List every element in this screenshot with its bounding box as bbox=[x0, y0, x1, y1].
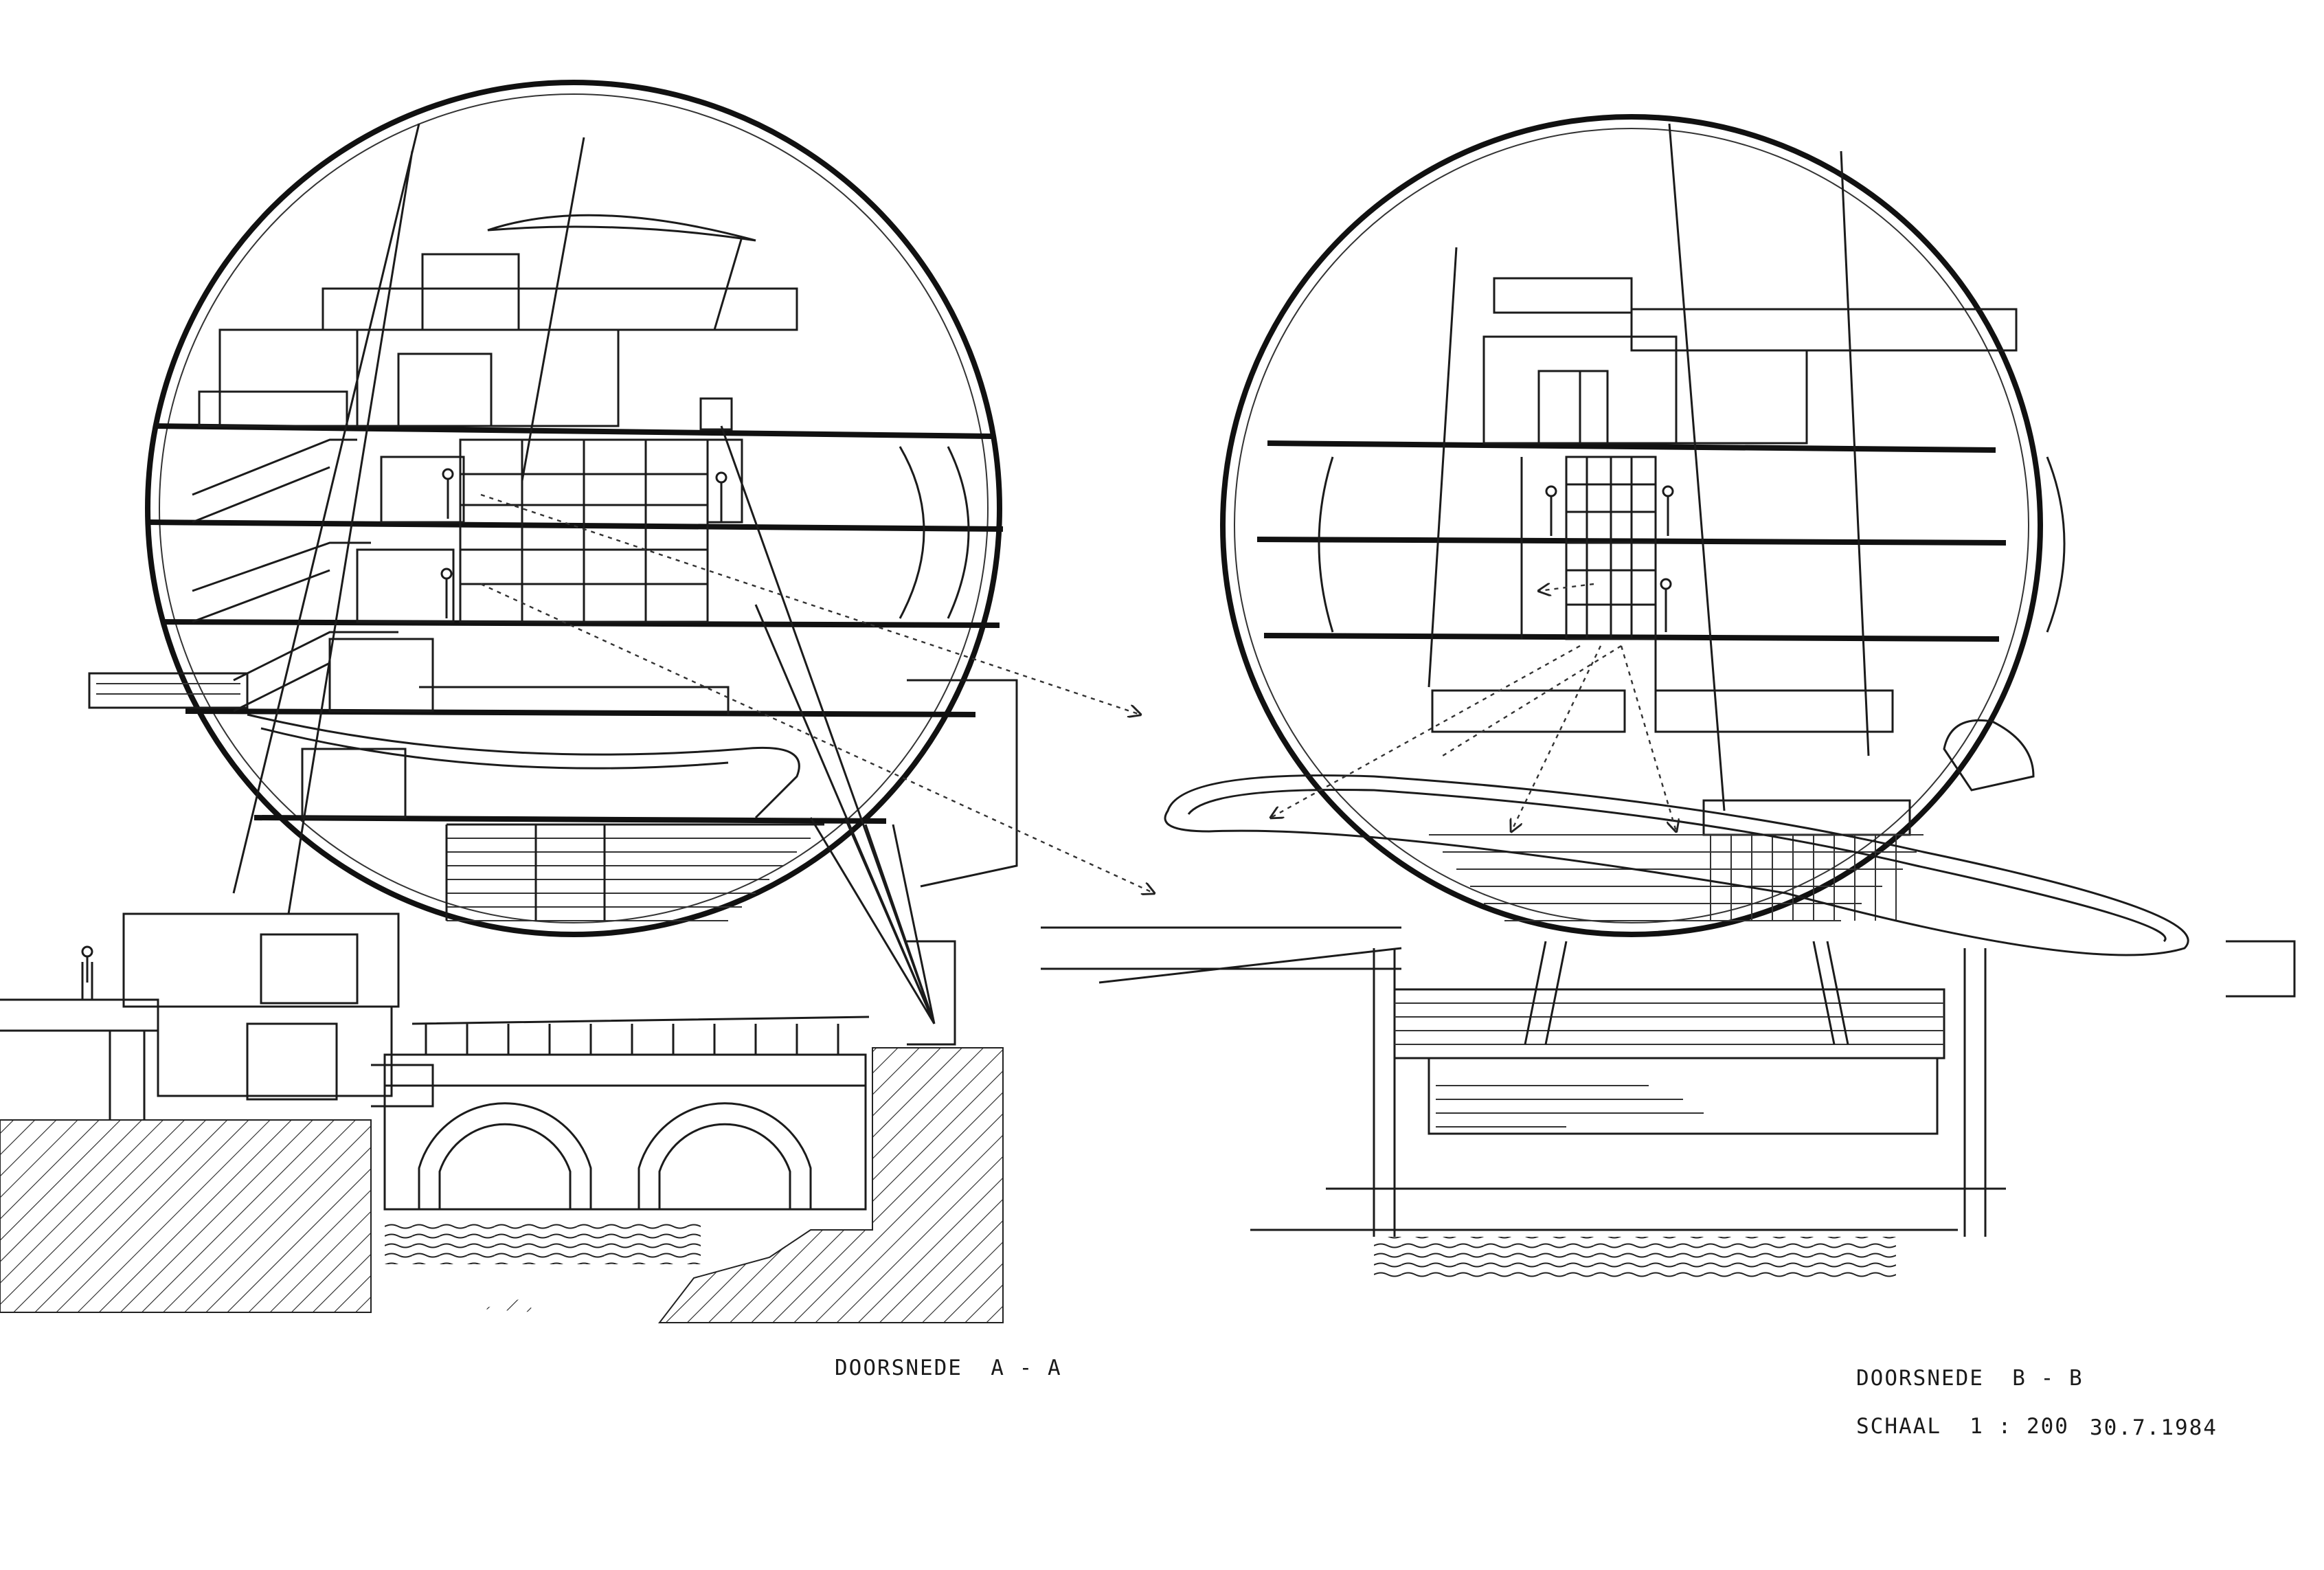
section-a-title: DOORSNEDE A - A bbox=[835, 1356, 1062, 1380]
ground-hatch-right bbox=[657, 1047, 1004, 1323]
water-a bbox=[385, 1223, 701, 1264]
ground-hatch-middle bbox=[481, 1299, 536, 1312]
section-b-title: DOORSNEDE B - B bbox=[1856, 1366, 2084, 1391]
sphere-a bbox=[88, 80, 1154, 1024]
quay-structures-a bbox=[0, 912, 956, 1120]
date-label: 30.7.1984 bbox=[2090, 1415, 2218, 1440]
section-b-drawing bbox=[1041, 114, 2296, 1278]
sphere-b bbox=[1164, 114, 2189, 1045]
scale-label: SCHAAL 1 : 200 bbox=[1856, 1414, 2069, 1439]
foundation-b bbox=[1373, 948, 1987, 1237]
ground-hatch-left bbox=[0, 1119, 372, 1313]
water-b bbox=[1374, 1237, 1896, 1278]
arched-bridge bbox=[383, 1016, 870, 1211]
central-grid-a bbox=[459, 438, 709, 623]
auditorium-seating-a bbox=[445, 823, 824, 921]
central-grid-b bbox=[1520, 456, 1657, 640]
person-figures-a bbox=[440, 468, 727, 618]
person-figures-b bbox=[1545, 485, 1674, 632]
person-figure-a-ground bbox=[81, 945, 93, 1000]
section-a-drawing bbox=[0, 80, 1154, 1323]
ring-ramp bbox=[1164, 774, 2189, 956]
auditorium-seating-b bbox=[1429, 799, 1923, 921]
